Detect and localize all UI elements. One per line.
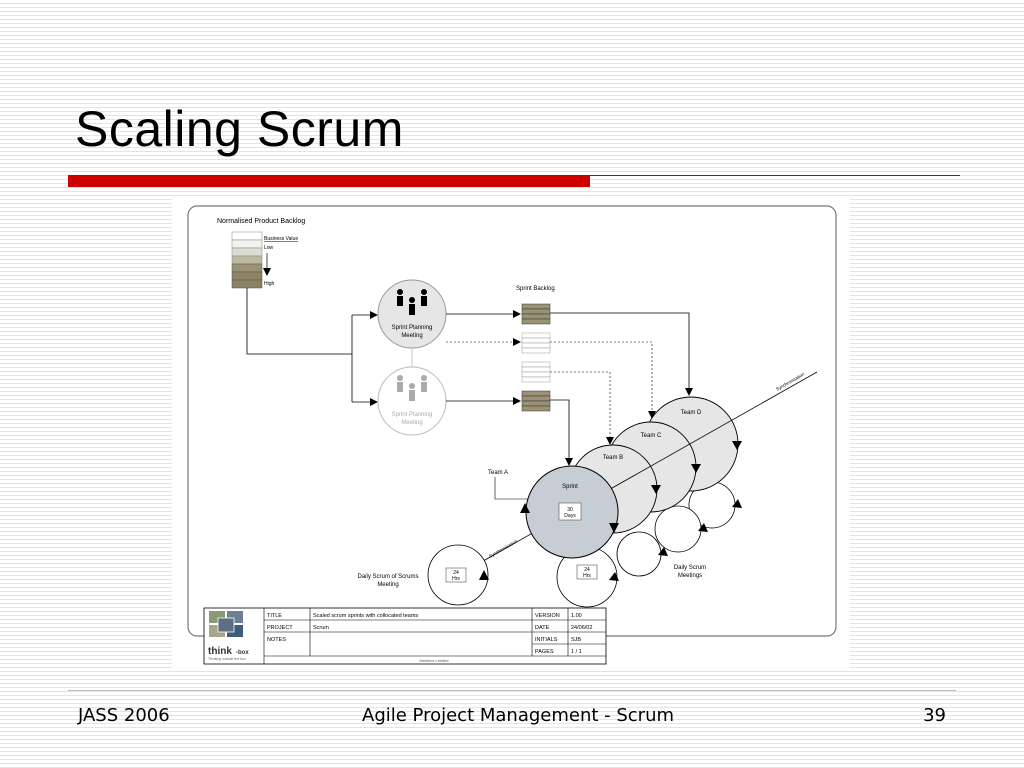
hrs-num-teams: 24 <box>584 567 590 573</box>
synchronisation-line <box>461 371 818 574</box>
logo-box: -box <box>236 650 249 656</box>
tb-pages-label: PAGES <box>535 649 554 655</box>
planning-2-label: Sprint Planning <box>392 412 433 418</box>
tb-initials-label: INITIALS <box>535 637 558 643</box>
sprint-backlog-d <box>521 303 551 325</box>
days-unit: Days <box>564 513 576 519</box>
team-a-pointer <box>494 477 528 500</box>
daily-scrum-label-2: Meetings <box>678 573 702 579</box>
planning-1-label: Sprint Planning <box>392 325 433 331</box>
backlog-heading: Normalised Product Backlog <box>217 218 305 225</box>
tb-date-label: DATE <box>535 625 550 631</box>
tb-version-label: VERSION <box>535 613 560 619</box>
high-label: High <box>264 281 275 287</box>
people-icon-faded <box>397 375 427 401</box>
diagram-frame <box>187 205 837 637</box>
sprint-backlog-c <box>521 332 551 354</box>
tb-title-label: TITLE <box>267 613 282 619</box>
footer-left: JASS 2006 <box>78 705 170 726</box>
team-d-label: Team D <box>681 410 702 416</box>
business-value-label: Business Value <box>264 236 298 242</box>
daily-sos-label: Daily Scrum of Scrums <box>357 574 418 580</box>
backlog-to-team-a <box>550 399 573 466</box>
backlog-to-team-b <box>550 371 614 445</box>
hrs-box-teams <box>576 564 598 580</box>
days-box <box>558 502 582 521</box>
team-c-arrow <box>691 464 701 473</box>
diagram-canvas: Normalised Product Backlog Business Valu… <box>187 205 837 665</box>
footer-divider <box>68 690 956 691</box>
team-a-label: Team A <box>488 470 508 476</box>
thinkbox-logo <box>209 611 243 637</box>
title-underline <box>590 175 960 176</box>
tb-pages-value: 1 / 1 <box>571 649 582 655</box>
people-icon <box>397 289 427 315</box>
title-accent-bar <box>68 175 590 187</box>
backlog-connectors <box>246 288 378 406</box>
team-b-arrow <box>651 485 661 494</box>
hrs-box-sos <box>445 567 467 583</box>
low-label: Low <box>264 245 274 251</box>
tb-initials-value: SJB <box>571 637 581 643</box>
sprint-arrow-right <box>609 523 619 533</box>
tb-project-label: PROJECT <box>267 625 293 631</box>
sprint-label: Sprint <box>562 484 578 490</box>
sprint-arrow-left <box>520 503 530 513</box>
team-c-label: Team C <box>641 433 662 439</box>
tb-date-value: 24/06/02 <box>571 625 592 631</box>
slide-title: Scaling Scrum <box>75 101 404 157</box>
hrs-unit-teams: Hrs <box>583 573 591 579</box>
backlog-to-team-c <box>550 341 656 419</box>
team-d-arrow <box>732 441 742 450</box>
page-number: 39 <box>923 705 946 726</box>
sprint-backlog-b <box>521 361 551 383</box>
days-num: 30 <box>567 507 573 513</box>
hrs-num-sos: 24 <box>453 570 459 576</box>
logo-tagline: Thinking outside the box <box>208 657 246 661</box>
title-block <box>203 607 607 665</box>
daily-scrum-label: Daily Scrum <box>674 565 706 571</box>
tb-notes-label: NOTES <box>267 637 286 643</box>
sprint-backlog-a <box>521 390 551 412</box>
footer-center: Agile Project Management - Scrum <box>362 705 675 726</box>
scaling-scrum-diagram: Normalised Product Backlog Business Valu… <box>172 197 850 670</box>
scrum-of-scrums-arrow <box>479 570 489 580</box>
tb-title-value: Scaled scrum sprints with collocated tea… <box>313 613 418 619</box>
hrs-unit-sos: Hrs <box>452 576 460 582</box>
loop-arrow-c <box>698 523 708 532</box>
loop-arrow-b <box>658 547 668 556</box>
product-backlog-stack <box>231 231 263 289</box>
team-b-label: Team B <box>603 455 623 461</box>
sprint-backlog-label: Sprint Backlog <box>516 286 555 292</box>
logo-think: think <box>208 646 232 657</box>
tb-project-value: Scrum <box>313 625 329 631</box>
tb-company: thinkbox Limited <box>420 658 449 663</box>
backlog-to-team-d <box>550 312 693 396</box>
planning-2-label-2: Meeting <box>401 420 422 426</box>
loop-arrow-d <box>732 499 742 508</box>
tb-version-value: 1.00 <box>571 613 582 619</box>
daily-sos-label-2: Meeting <box>377 582 398 588</box>
planning-1-label-2: Meeting <box>401 333 422 339</box>
loop-arrow-a <box>609 572 619 581</box>
